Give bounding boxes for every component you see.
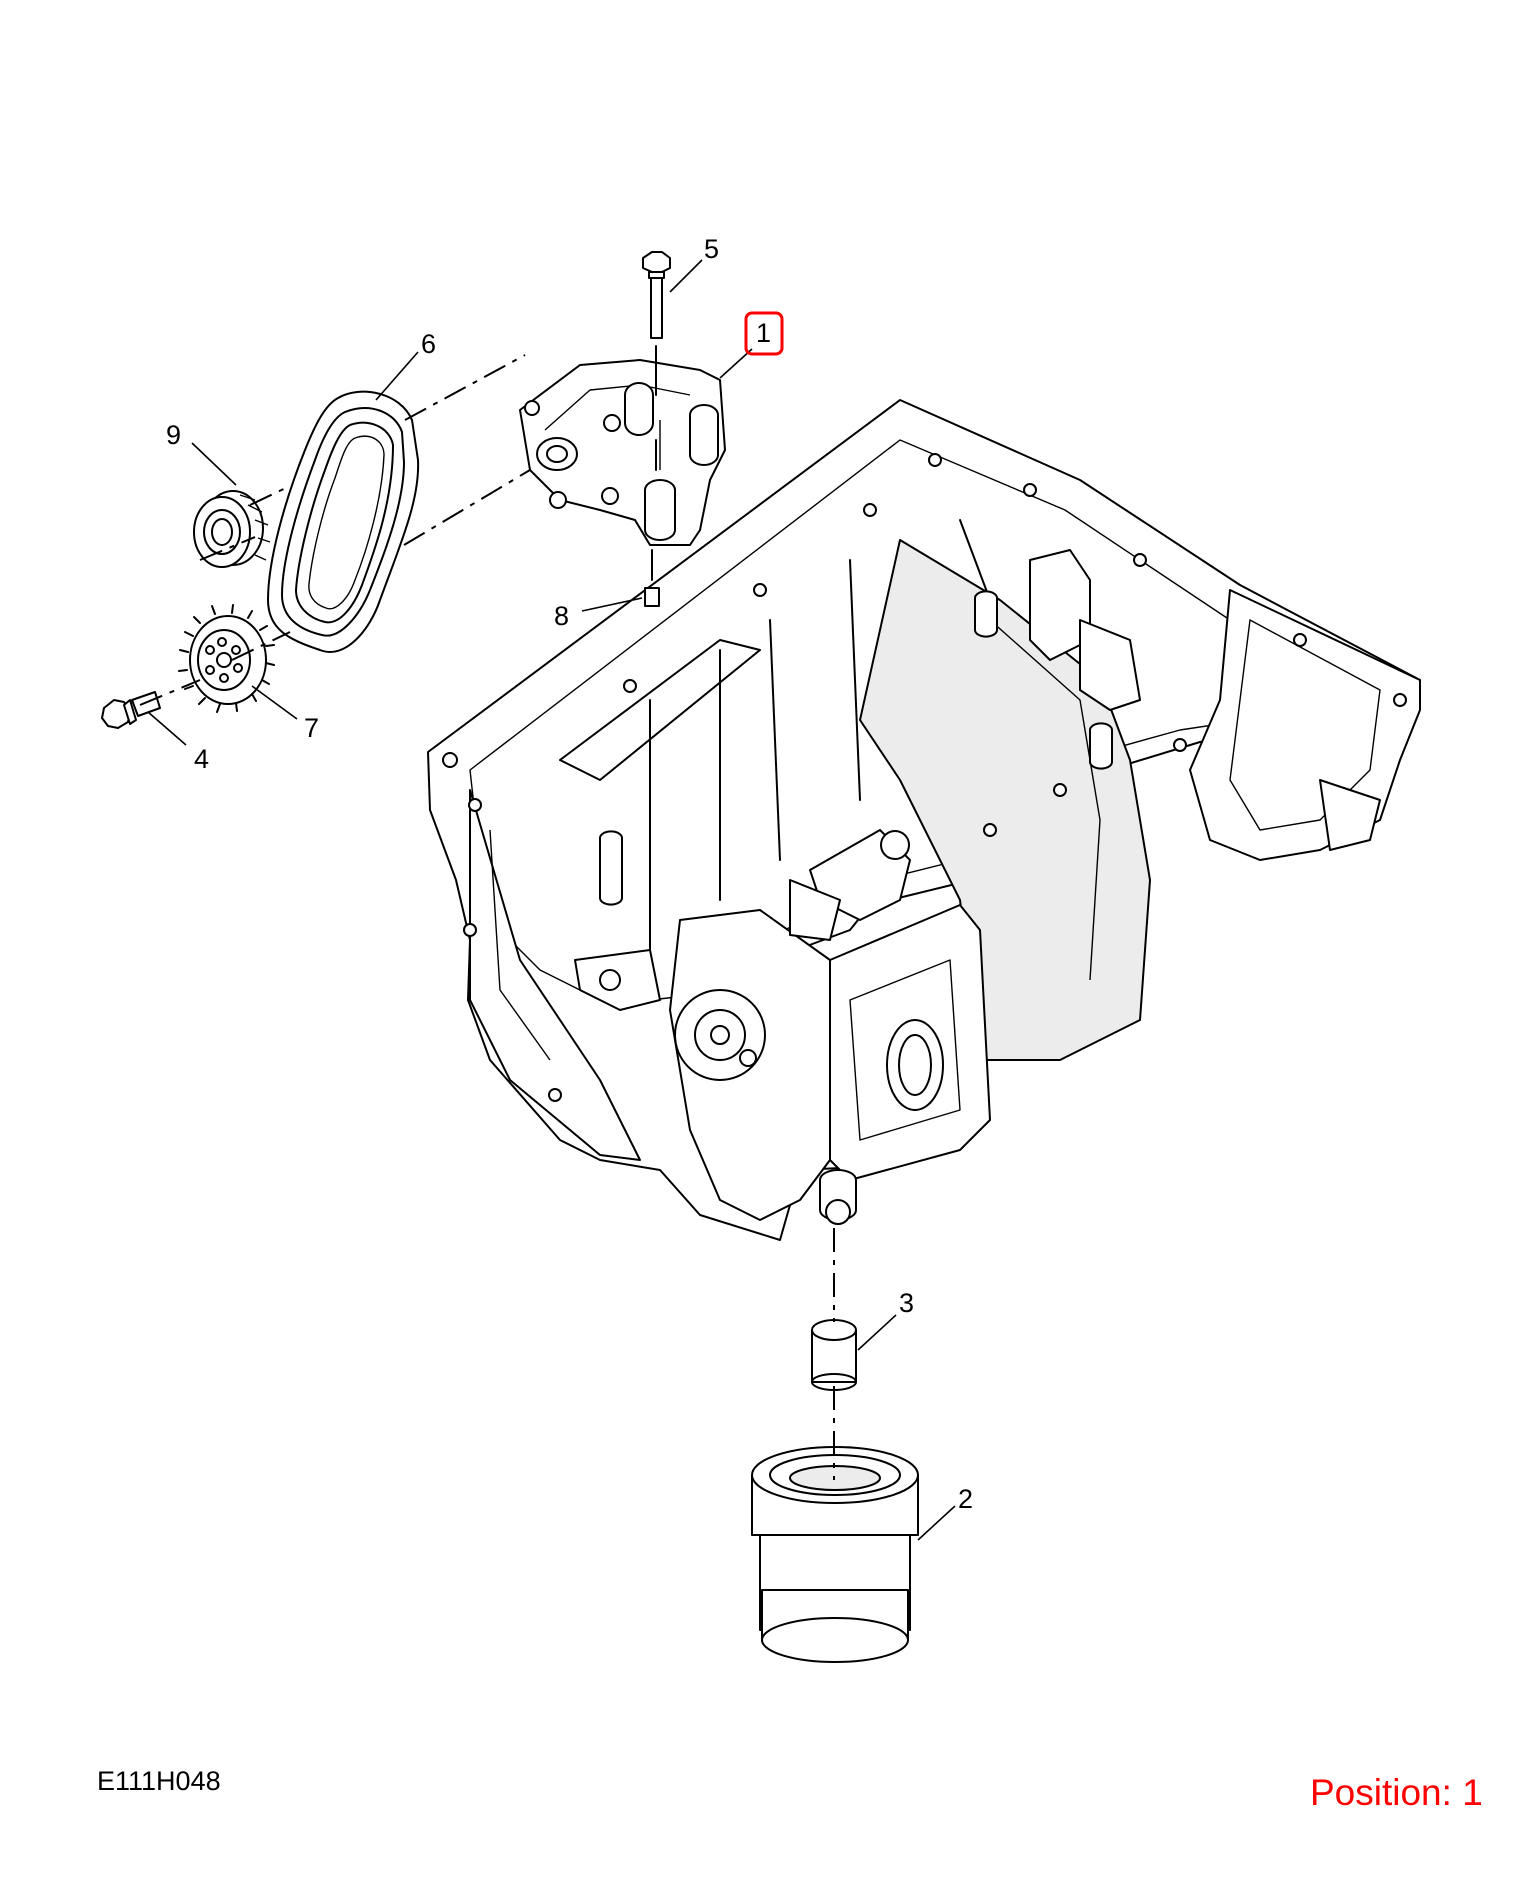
callout-3[interactable]: 3 [899, 1288, 914, 1318]
callout-6[interactable]: 6 [421, 329, 436, 359]
callout-9[interactable]: 9 [166, 420, 181, 450]
assembly-centerlines [139, 354, 835, 1480]
bolt-part-5 [642, 251, 671, 471]
flange-bolt-holes [442, 453, 1407, 1102]
pipe-part-3 [811, 1319, 857, 1391]
drive-belt-part-6 [267, 390, 420, 653]
callout-leaders [147, 259, 956, 1541]
callout-2[interactable]: 2 [958, 1484, 973, 1514]
oil-pan-housing [427, 399, 1421, 1241]
flange-bolt-part-4 [101, 691, 161, 729]
callout-1[interactable]: 1 [756, 318, 771, 348]
sprocket-part-9 [193, 490, 271, 568]
callout-highlight-box [744, 311, 784, 356]
callout-numbers: 1 2 3 4 5 6 7 8 9 [166, 234, 973, 1514]
gear-part-7 [178, 604, 275, 713]
callout-8[interactable]: 8 [554, 601, 569, 631]
oil-pump [519, 359, 726, 546]
callout-4[interactable]: 4 [194, 744, 209, 774]
callout-7[interactable]: 7 [304, 713, 319, 743]
oil-filter-part-2 [751, 1446, 919, 1663]
diagram-reference-code: E111H048 [97, 1766, 221, 1796]
dowel-part-8 [644, 549, 660, 607]
position-indicator: Position: 1 [1310, 1772, 1483, 1813]
callout-5[interactable]: 5 [704, 234, 719, 264]
